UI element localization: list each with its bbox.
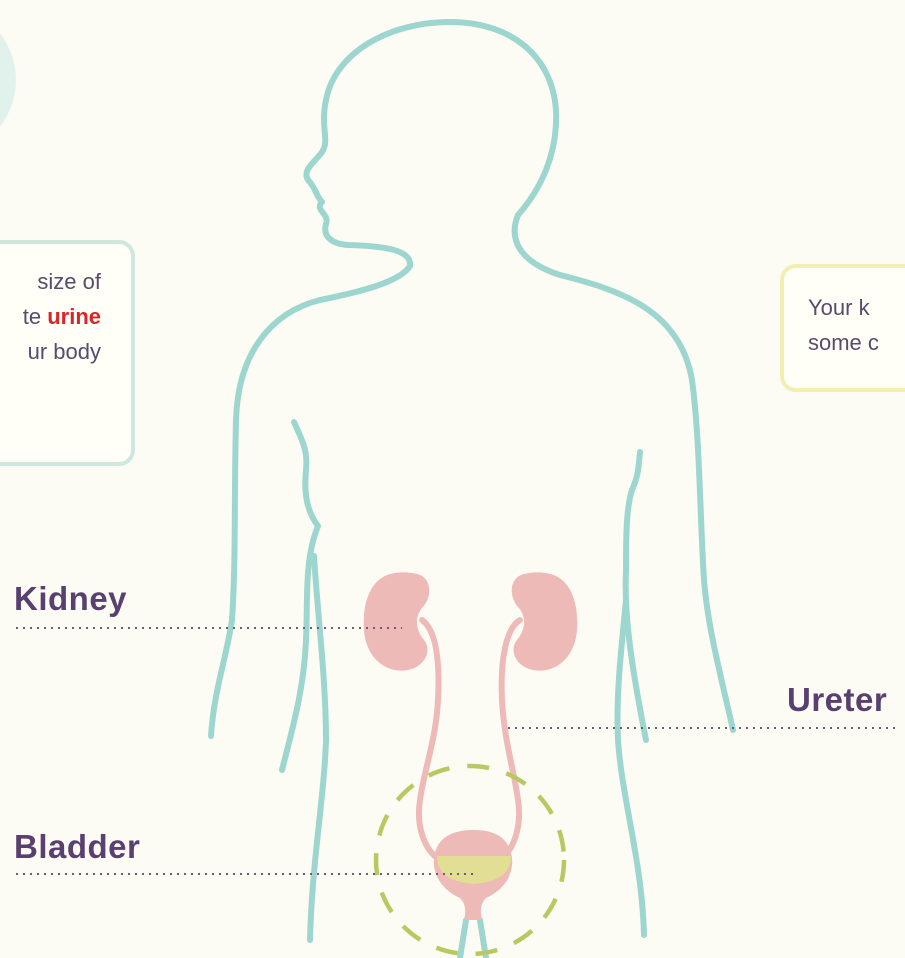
left-inner-arm bbox=[282, 422, 318, 770]
body-outline bbox=[211, 22, 733, 958]
bladder-label: Bladder bbox=[14, 828, 140, 866]
left-torso bbox=[310, 556, 326, 940]
urethra-left bbox=[460, 920, 466, 958]
ureter-label: Ureter bbox=[787, 681, 887, 719]
ureters bbox=[419, 620, 520, 860]
info-right-line-1: Your k bbox=[808, 290, 905, 325]
right-inner-arm bbox=[626, 452, 646, 740]
info-left-line-1: size of bbox=[0, 264, 101, 299]
urine-highlight: urine bbox=[47, 304, 101, 329]
decorative-circle bbox=[0, 4, 16, 156]
neck-right bbox=[515, 215, 560, 275]
kidneys bbox=[364, 572, 577, 670]
info-left-line-2: te urine bbox=[0, 299, 101, 334]
info-right-line-2: some c bbox=[808, 325, 905, 360]
info-left-line-3: ur body bbox=[0, 334, 101, 369]
head-outline bbox=[306, 22, 556, 266]
right-shoulder-arm bbox=[560, 275, 733, 730]
left-shoulder-arm bbox=[211, 266, 410, 736]
kidney-label: Kidney bbox=[14, 580, 127, 618]
info-box-left: size of te urine ur body bbox=[0, 240, 135, 466]
info-left-line-2-prefix: te bbox=[23, 304, 47, 329]
info-box-right: Your k some c bbox=[780, 264, 905, 392]
